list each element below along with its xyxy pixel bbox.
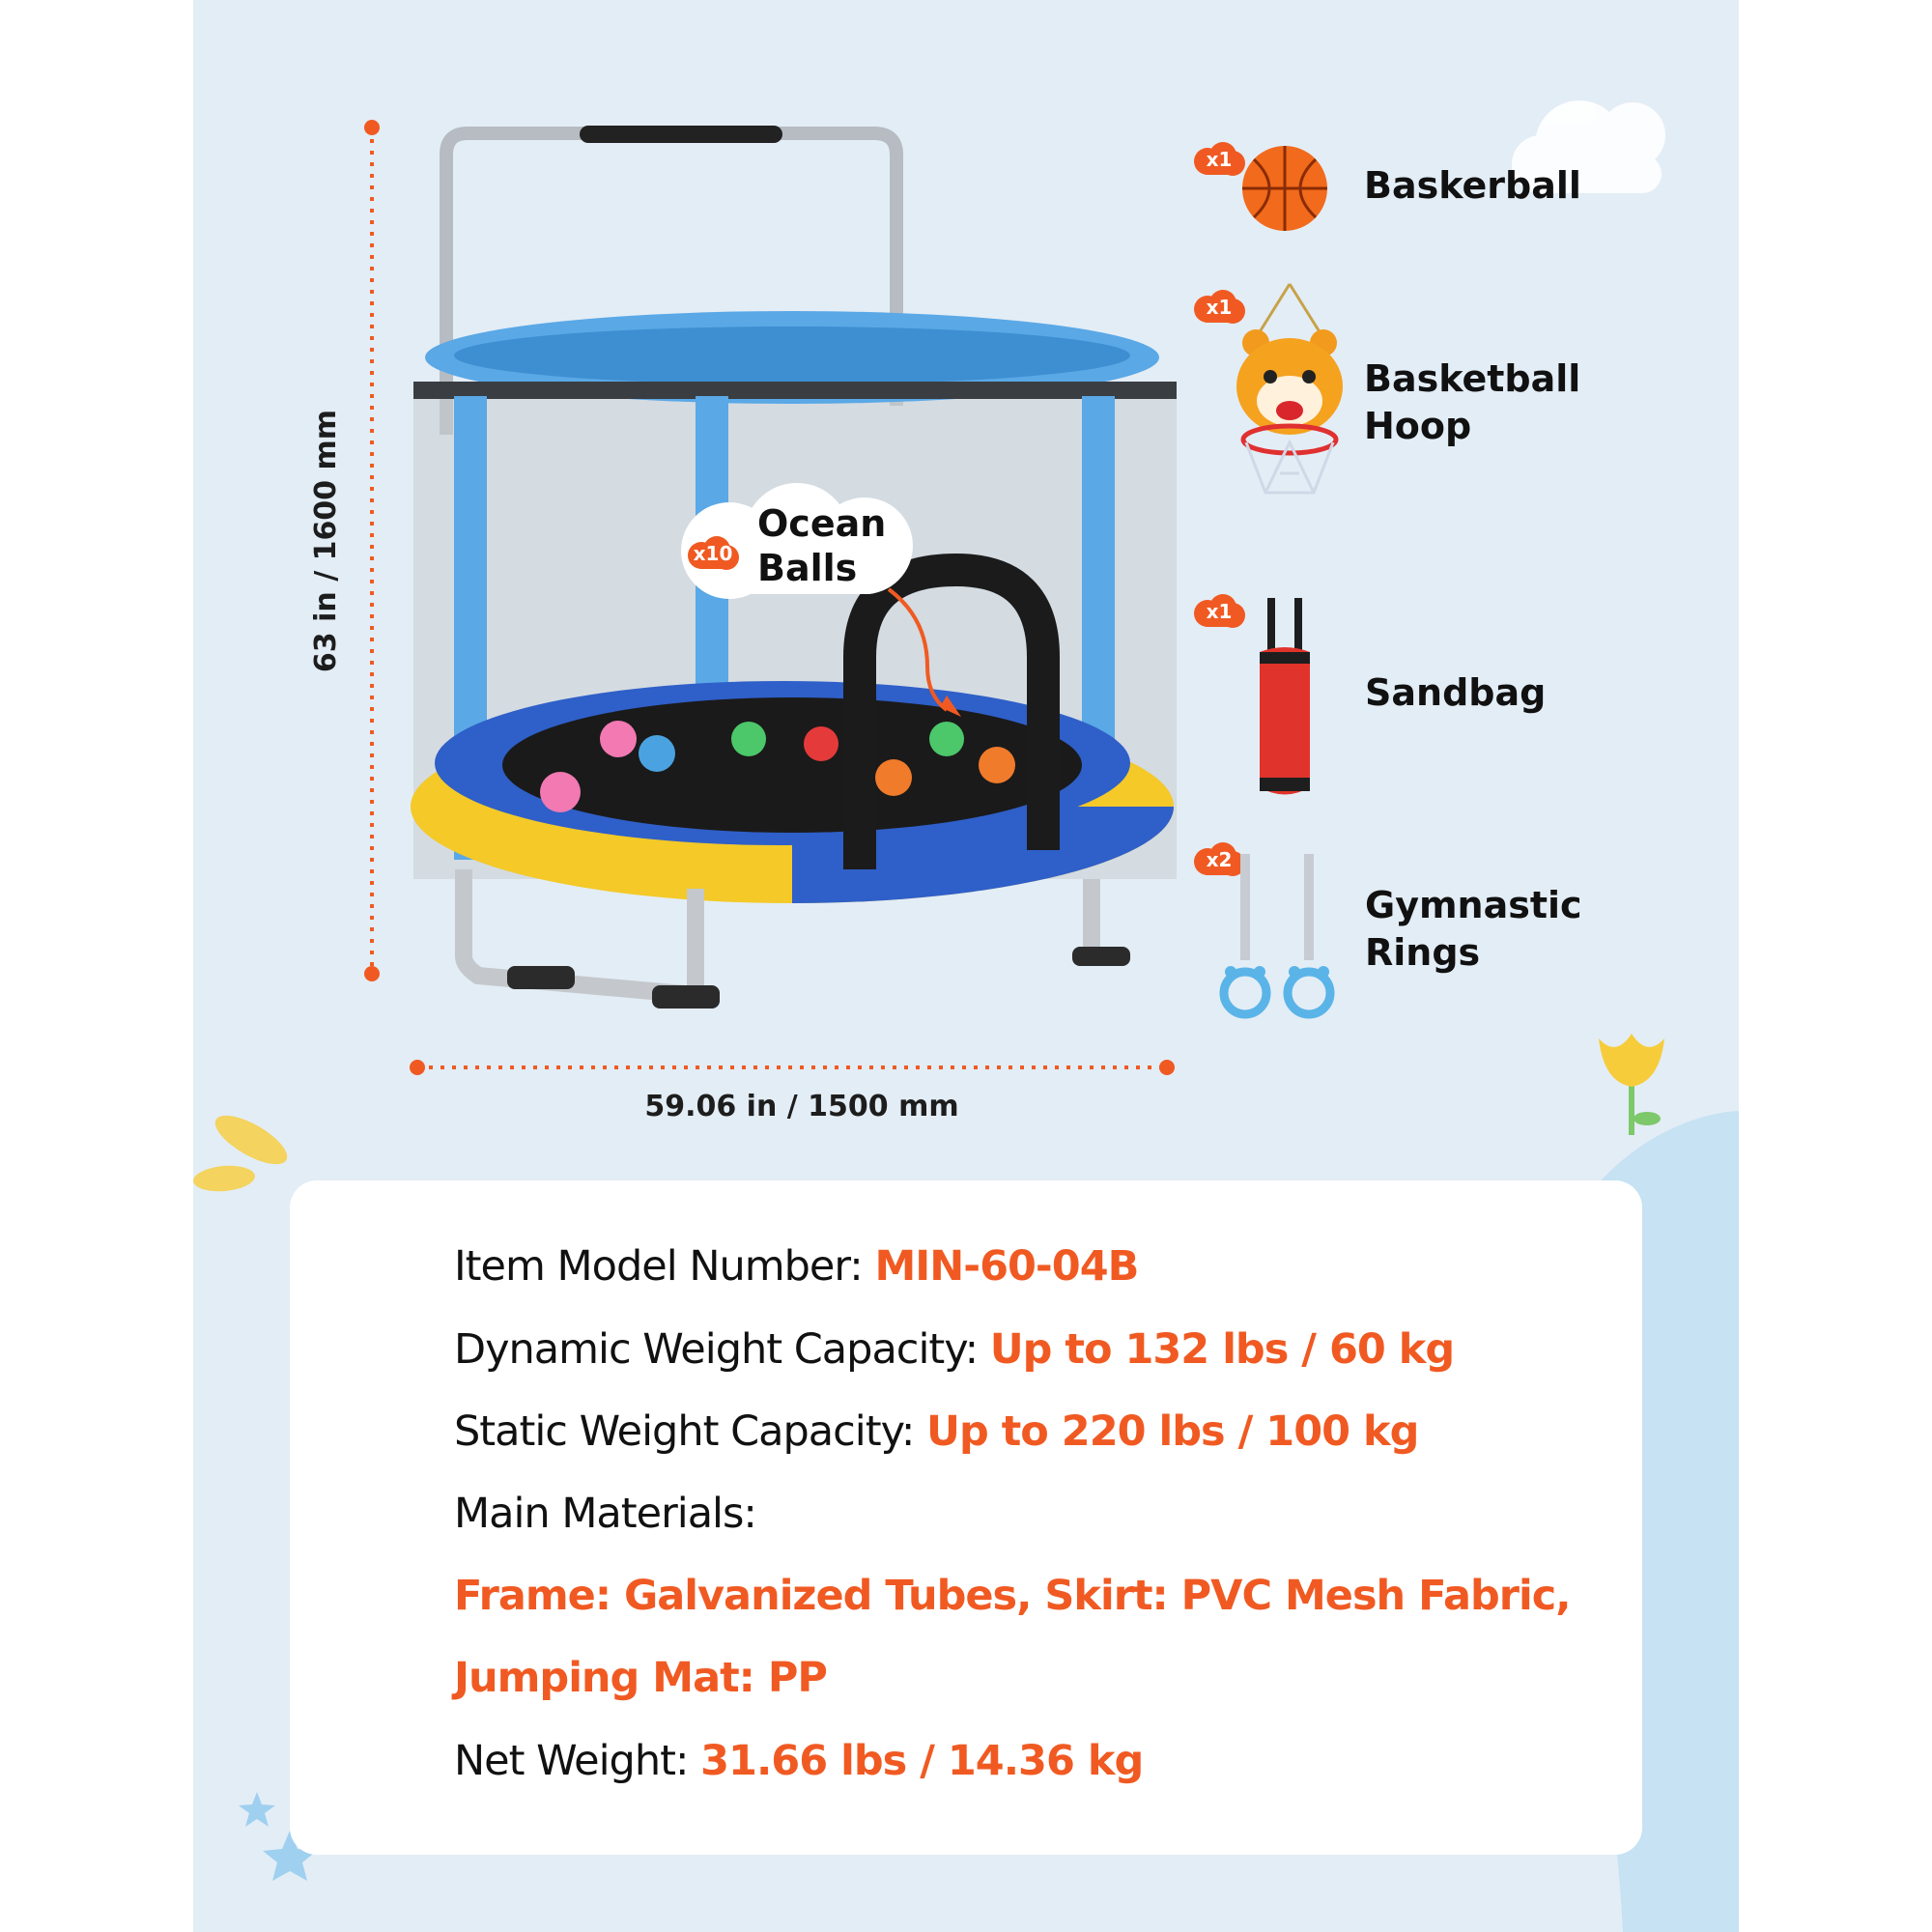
spec-static-capacity: Static Weight Capacity: Up to 220 lbs / …	[454, 1407, 1419, 1456]
specs-card: Item Model Number: MIN-60-04B Dynamic We…	[290, 1180, 1642, 1855]
basketball-count: x1	[1206, 148, 1233, 171]
spec-materials-label: Main Materials:	[454, 1490, 757, 1538]
sandbag-label: Sandbag	[1365, 671, 1547, 714]
star-decoration	[239, 1792, 317, 1881]
count-badge	[1194, 142, 1245, 176]
count-badge	[1194, 842, 1245, 876]
spec-dynamic-capacity: Dynamic Weight Capacity: Up to 132 lbs /…	[454, 1325, 1455, 1374]
hoop-label: Basketball Hoop	[1364, 357, 1581, 447]
width-label: 59.06 in / 1500 mm	[644, 1090, 959, 1123]
height-label: 63 in / 1600 mm	[309, 409, 343, 673]
cloud-decoration	[1512, 100, 1665, 193]
basketball-label: Baskerball	[1364, 164, 1581, 207]
count-badge	[1194, 290, 1245, 324]
flower-decoration	[1599, 1034, 1664, 1135]
hoop-count: x1	[1206, 296, 1233, 319]
tiger-hoop-icon	[1236, 283, 1343, 495]
spec-materials-line2: Jumping Mat: PP	[454, 1654, 828, 1702]
ocean-balls-label: Ocean Balls	[757, 502, 887, 589]
basketball-icon	[1242, 146, 1327, 231]
product-panel: 63 in / 1600 mm 59.06 in / 1500 mm	[193, 0, 1739, 1932]
sandbag-icon	[1260, 598, 1310, 795]
gymnastic-rings-icon	[1219, 854, 1335, 1019]
ocean-balls-count-badge	[688, 536, 739, 570]
rings-label: Gymnastic Rings	[1365, 884, 1582, 974]
leaf-decoration	[193, 1115, 288, 1192]
spec-materials-line1: Frame: Galvanized Tubes, Skirt: PVC Mesh…	[454, 1572, 1572, 1620]
spec-net-weight: Net Weight: 31.66 lbs / 14.36 kg	[454, 1737, 1144, 1785]
count-badge	[1194, 594, 1245, 628]
spec-model: Item Model Number: MIN-60-04B	[454, 1242, 1139, 1291]
sandbag-count: x1	[1206, 600, 1233, 623]
width-dimension-line	[410, 1060, 1175, 1075]
ocean-balls-cloud	[681, 483, 913, 599]
trampoline-image	[411, 126, 1177, 1009]
rings-count: x2	[1206, 848, 1233, 871]
ocean-balls-count: x10	[693, 542, 733, 565]
height-dimension-line	[364, 120, 380, 981]
